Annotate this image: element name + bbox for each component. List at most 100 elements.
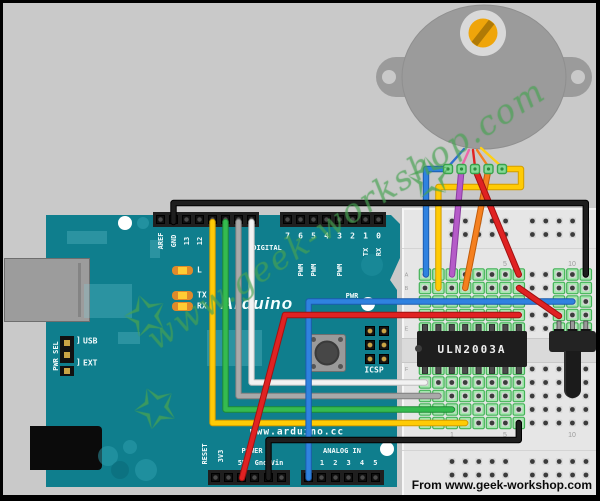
header-pin <box>283 215 292 224</box>
motor-shaft <box>468 18 498 48</box>
digital-pin-label: 8 <box>247 238 256 244</box>
header-pin <box>208 215 217 224</box>
motor-connector-point <box>469 163 481 175</box>
motor-connector-hole <box>459 167 464 171</box>
jumper-pin <box>64 352 70 358</box>
header-pin <box>247 215 256 224</box>
header-pin <box>250 473 260 482</box>
pwr-led-label: PWR <box>345 292 359 300</box>
screw-dot <box>338 337 343 342</box>
led-rx-label: RX <box>197 301 207 311</box>
pwr-sel-label: PWR SEL <box>52 341 60 371</box>
source-caption: From www.geek-workshop.com <box>411 478 592 492</box>
screw-dot <box>311 337 316 342</box>
header-pin <box>234 215 243 224</box>
analog-pin-label: 2 <box>333 459 338 467</box>
lead-yellow <box>479 146 504 169</box>
breadboard-divider <box>402 450 600 451</box>
frame-border <box>0 0 3 501</box>
motor-ear-hole <box>571 70 585 84</box>
motor-connector-point <box>483 163 494 175</box>
icsp-pin <box>379 354 389 364</box>
led-glow <box>178 303 187 310</box>
digital-pin-label: 11 <box>208 236 217 246</box>
frame-border <box>0 495 600 501</box>
icsp-pin <box>379 326 389 336</box>
header-pin <box>357 473 367 482</box>
motor-shaft-collar <box>460 10 506 56</box>
arduino-url: www.arduino.cc <box>249 426 345 438</box>
header-pin <box>317 473 327 482</box>
header-pin <box>156 215 165 224</box>
header-pin <box>370 473 380 482</box>
reset-button-cap <box>314 340 340 366</box>
led-glow <box>178 292 187 299</box>
digital-pin-label: 0 <box>376 231 381 241</box>
potentiometer-shaft <box>564 351 581 398</box>
analog-pin-label: 4 <box>359 459 365 467</box>
breadboard-divider <box>402 248 600 249</box>
reset-button <box>308 334 346 372</box>
analog-pin-label: 3 <box>346 459 351 467</box>
icsp-pin <box>379 340 389 350</box>
motor-connector-hole <box>500 167 504 171</box>
vin-pin-label: Vin <box>270 459 284 467</box>
header-pin <box>304 473 314 482</box>
icsp-pin <box>365 326 375 336</box>
jumper-bracket: ] <box>76 357 81 367</box>
analog-pin-label: 5 <box>373 459 378 467</box>
gnd-pin-label: Gnd <box>254 459 268 467</box>
header-pin <box>277 473 286 482</box>
analog-pin-label: 0 <box>306 459 311 467</box>
header-pin <box>210 473 220 482</box>
v5-pin-label: 5V <box>237 459 247 467</box>
pwm-label: PWM <box>335 263 344 277</box>
ext-jumper-pin <box>60 366 74 376</box>
motor-ear-hole <box>382 70 396 84</box>
jumper-pin <box>64 340 70 346</box>
header-pin <box>223 473 233 482</box>
rx-pin-label: RX <box>374 247 383 257</box>
lead-orange <box>475 148 490 169</box>
usb-connector <box>4 258 90 322</box>
v33-pin-label: 3V3 <box>217 449 225 463</box>
digital-pin-label: AREF <box>156 232 165 250</box>
icsp-label: ICSP <box>364 365 384 375</box>
frame-border <box>0 0 600 3</box>
motor-connector-point <box>456 163 467 175</box>
chip-notch <box>415 345 422 352</box>
power-jack <box>30 426 102 470</box>
ext-option-label: EXT <box>83 358 98 368</box>
header-pin <box>195 215 204 224</box>
jumper-pin <box>64 368 70 374</box>
led-l-label: L <box>197 265 202 275</box>
usb-ridge <box>78 263 81 317</box>
jumper-bracket: ] <box>76 335 81 345</box>
led-tx <box>172 291 193 300</box>
motor-shaft-slot <box>471 19 495 47</box>
uln2003a-chip: ULN2003A <box>415 331 527 367</box>
icsp-pin <box>365 354 375 364</box>
icsp-pin <box>365 340 375 350</box>
header-pin <box>169 215 178 224</box>
analog-header-label: ANALOG IN <box>323 447 361 455</box>
analog-pin-label: 1 <box>319 459 325 467</box>
screw-dot <box>338 364 343 369</box>
motor-connector-hole <box>486 167 491 171</box>
tx-pin-label: TX <box>361 247 370 257</box>
usb-option-label: USB <box>83 336 98 346</box>
motor-connector-hole <box>473 167 477 171</box>
header-pin <box>263 473 273 482</box>
screw-dot <box>311 364 316 369</box>
digital-pin-label: 12 <box>195 236 204 246</box>
header-pin <box>330 473 340 482</box>
power-header-label: POWER <box>241 447 263 455</box>
digital-pin-label: GND <box>169 234 178 248</box>
header-pin <box>182 215 191 224</box>
digital-pin-label: 1 <box>363 231 368 241</box>
digital-pin-label: 13 <box>182 236 191 246</box>
led-l <box>172 266 193 275</box>
header-pin <box>344 473 354 482</box>
pwm-label: PWM <box>309 263 318 277</box>
